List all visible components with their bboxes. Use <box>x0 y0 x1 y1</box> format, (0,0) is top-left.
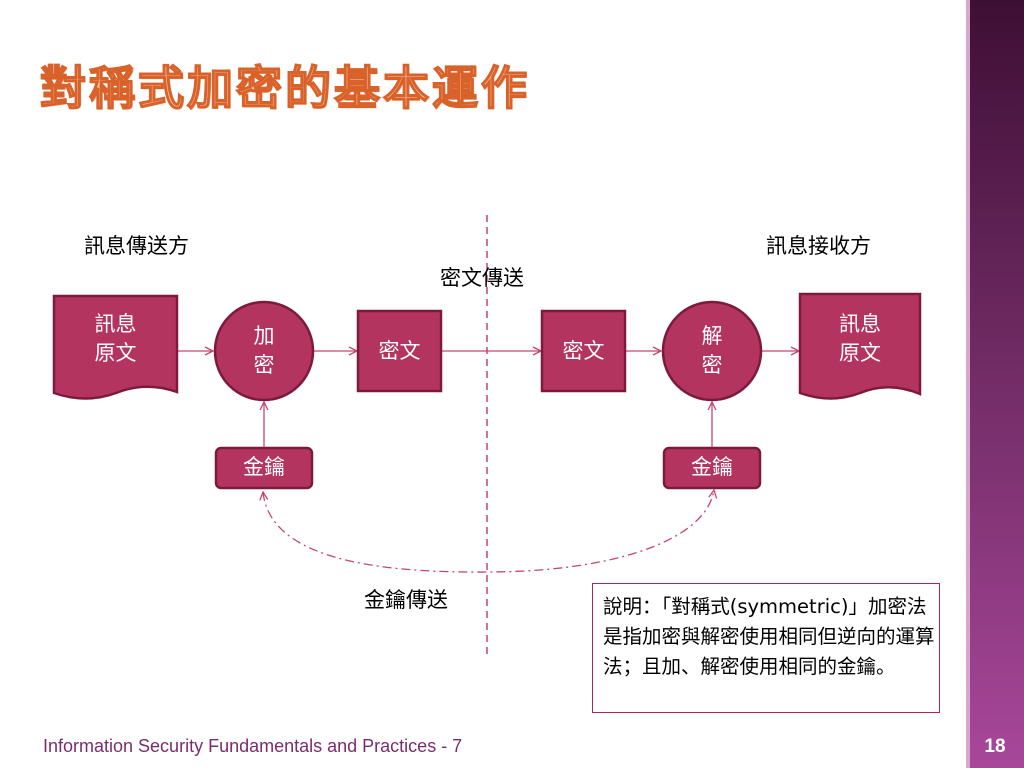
page-number: 18 <box>984 736 1006 757</box>
encrypt-text: 加 密 <box>253 324 275 377</box>
decrypt-circle <box>661 300 763 402</box>
ciphertext-out-text: 密文 <box>378 339 421 363</box>
explanation-note: 說明：「對稱式(symmetric)」加密法是指加密與解密使用相同但逆向的運算法… <box>592 583 940 713</box>
sender-key-text: 金鑰 <box>243 455 285 479</box>
sidebar-edge <box>966 0 970 768</box>
decorative-sidebar <box>966 0 1024 768</box>
ciphertext-out-box <box>356 309 443 393</box>
slide-title: 對稱式加密的基本運作 <box>39 60 530 116</box>
receiver-key-text: 金鑰 <box>691 455 733 479</box>
ciphertext-in-box <box>540 309 627 393</box>
sender-label: 訊息傳送方 <box>84 234 189 258</box>
symmetric-encryption-diagram <box>52 215 922 655</box>
sender-key-box <box>214 446 314 490</box>
receiver-plaintext-text: 訊息 原文 <box>839 312 881 365</box>
sender-plaintext-text: 訊息 原文 <box>94 312 137 365</box>
cipher-transfer-label: 密文傳送 <box>440 266 524 290</box>
decrypt-text: 解 密 <box>701 324 723 377</box>
receiver-plaintext-document <box>798 292 922 400</box>
ciphertext-in-text: 密文 <box>562 339 605 363</box>
encrypt-circle <box>213 300 315 402</box>
receiver-label: 訊息接收方 <box>766 234 871 258</box>
sender-plaintext-document <box>52 294 179 400</box>
key-transfer-label: 金鑰傳送 <box>364 588 448 612</box>
key-transfer-curve <box>263 490 714 573</box>
receiver-key-box <box>662 446 762 490</box>
footer-text: Information Security Fundamentals and Pr… <box>43 736 463 756</box>
